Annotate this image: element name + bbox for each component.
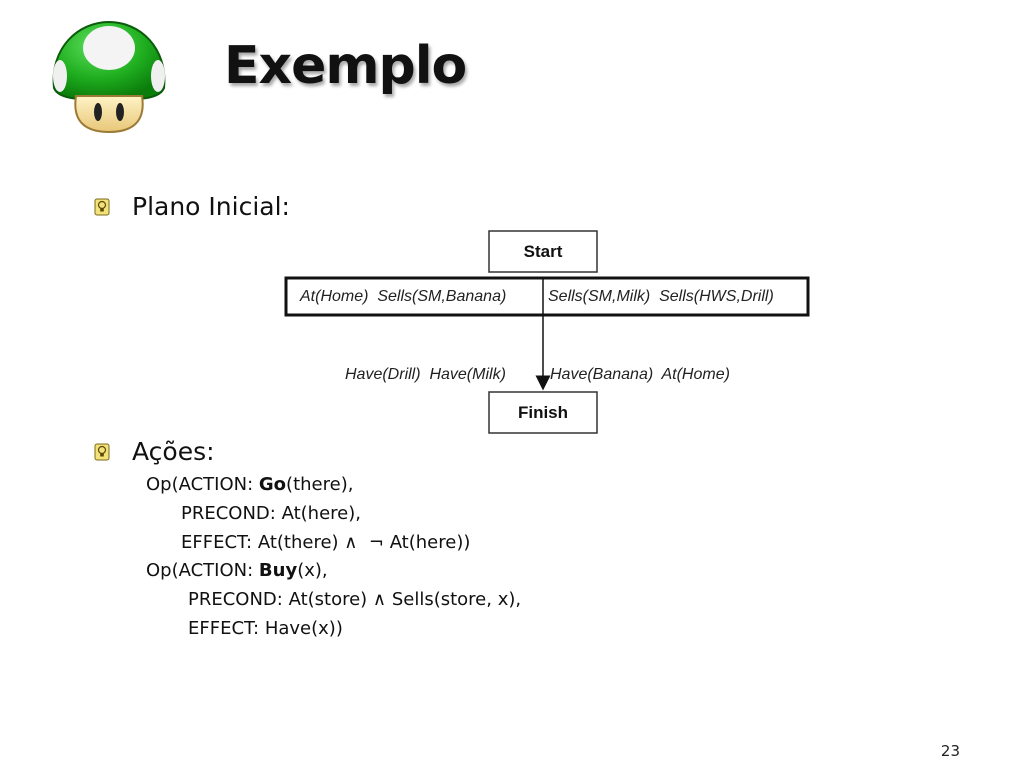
effects-box: [284, 276, 810, 317]
bullet-label: Plano Inicial:: [132, 192, 290, 221]
buy-precond-line: PRECOND: At(store) ∧ Sells(store, x),: [188, 589, 522, 610]
finish-label: Finish: [518, 403, 568, 422]
finish-node: [488, 391, 598, 434]
action-name-buy: Buy: [258, 560, 298, 581]
effects-right-text: Sells(SM,Milk) Sells(HWS,Drill): [548, 288, 774, 305]
effects-left-text: At(Home) Sells(SM,Banana): [299, 288, 506, 305]
page-number: 23: [940, 742, 960, 760]
buy-effect-line: EFFECT: Have(x)): [188, 618, 343, 639]
op-prefix: Op(ACTION:: [146, 474, 259, 495]
go-action-line: Op(ACTION: Go(there),: [146, 474, 353, 495]
lightbulb-bullet-icon: [94, 443, 110, 460]
lightbulb-bullet-icon: [94, 198, 110, 215]
mushroom-logo-icon: [52, 20, 166, 134]
op-prefix: Op(ACTION:: [146, 560, 259, 581]
action-args: (x),: [297, 560, 328, 581]
action-args: (there),: [286, 474, 354, 495]
action-name-go: Go: [258, 474, 287, 495]
preconds-right-text: Have(Banana) At(Home): [550, 366, 730, 383]
buy-action-line: Op(ACTION: Buy(x),: [146, 560, 328, 581]
start-label: Start: [524, 242, 563, 261]
go-precond-line: PRECOND: At(here),: [181, 503, 361, 524]
preconds-left-text: Have(Drill) Have(Milk): [345, 366, 506, 383]
bullet-plano-inicial: Plano Inicial:: [94, 192, 290, 221]
go-effect-line: EFFECT: At(there) ∧ ¬ At(here)): [181, 532, 471, 553]
initial-plan-diagram: Start At(Home) Sells(SM,Banana) Sells(SM…: [284, 230, 810, 434]
bullet-acoes: Ações:: [94, 437, 215, 466]
slide-title: Exemplo: [224, 36, 467, 96]
bullet-label: Ações:: [132, 437, 215, 466]
start-node: [488, 230, 598, 273]
